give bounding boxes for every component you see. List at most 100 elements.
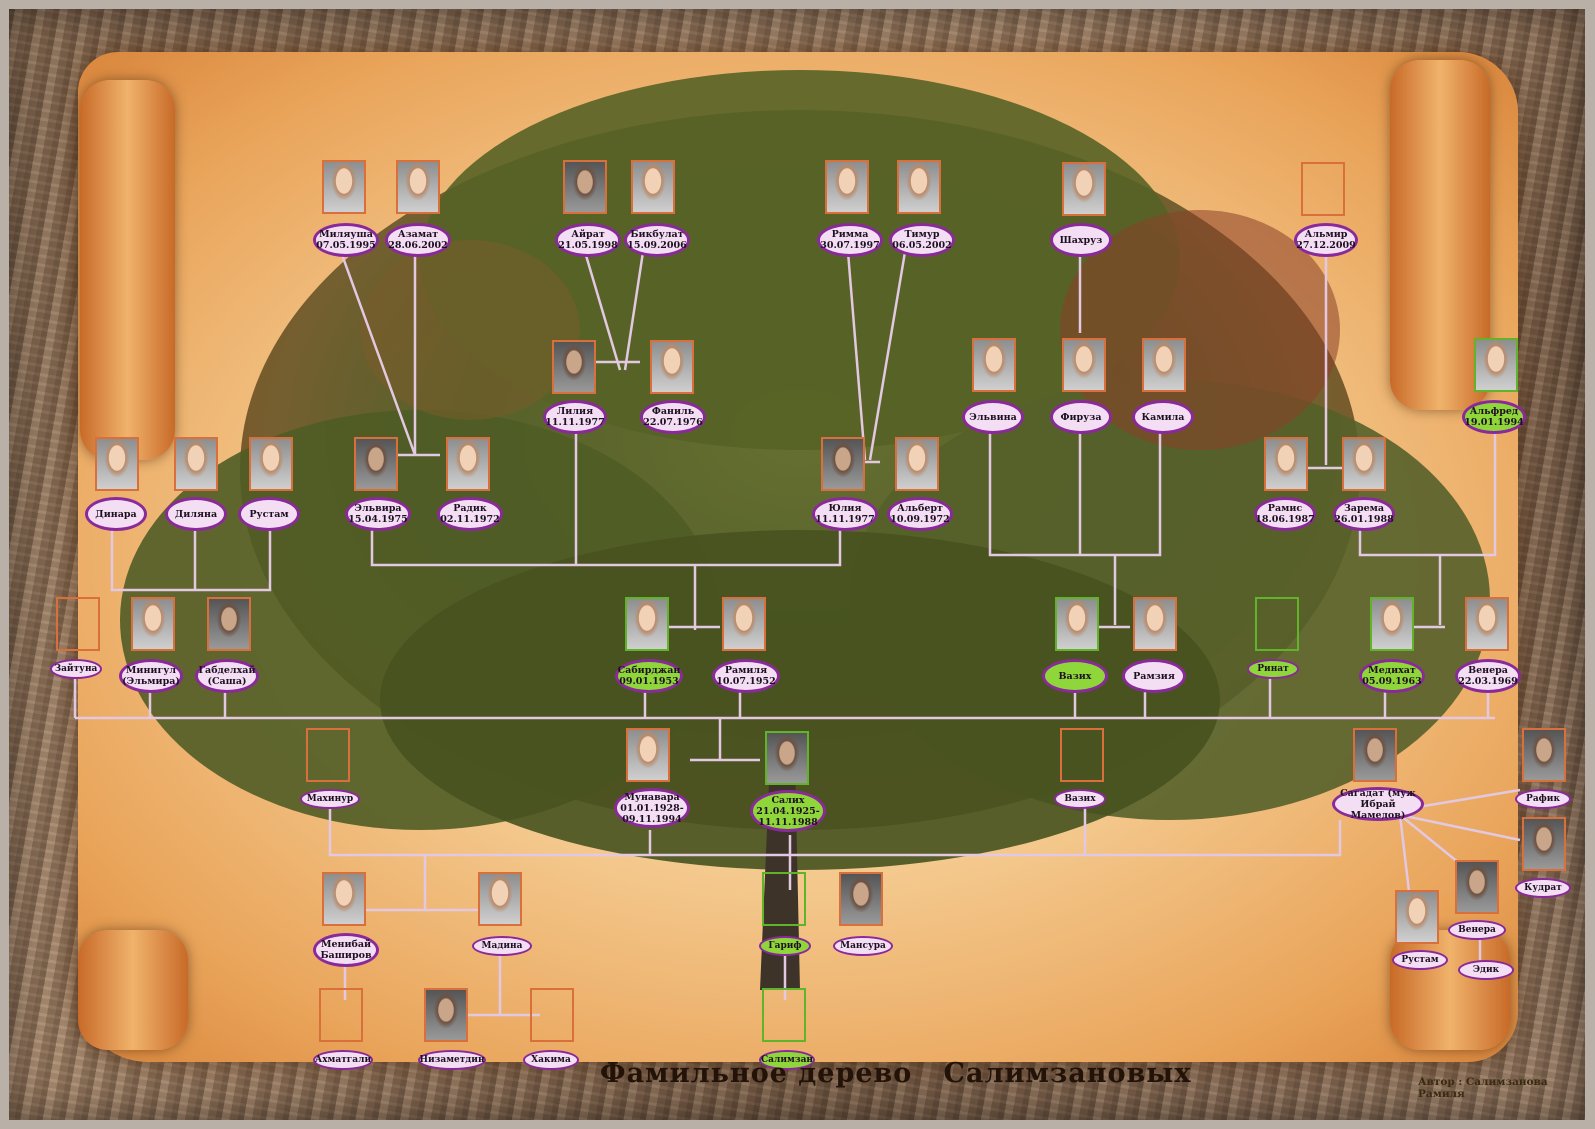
person-date: 06.05.2002 [892, 240, 952, 251]
vazih1-photo [1055, 597, 1099, 651]
ramis-photo [1264, 437, 1308, 491]
nizametdin-name-oval: Низаметдин [418, 1050, 486, 1070]
person-date: 10.07.1952 [716, 676, 776, 687]
person-name: Тимур [904, 229, 939, 240]
venera1-photo [1465, 597, 1509, 651]
person-date: Баширов [320, 950, 371, 961]
person-name: Ахматгали [315, 1055, 371, 1066]
person-name: Мансура [840, 941, 886, 952]
person-date: 05.09.1963 [1362, 676, 1422, 687]
ramziya-name-oval: Рамзия [1122, 659, 1186, 693]
minigul-name-oval: Минигул(Эльмира) [119, 659, 183, 693]
minigul-photo [131, 597, 175, 651]
kamila-name-oval: Камила [1132, 400, 1194, 434]
ramilya-photo [722, 597, 766, 651]
rustam1-photo [249, 437, 293, 491]
person-name: Римма [832, 229, 869, 240]
person-name: Вазих [1059, 671, 1092, 682]
menibai-photo [322, 872, 366, 926]
salih-name-oval: Салих21.04.1925-11.11.1988 [750, 790, 826, 832]
timur-name-oval: Тимур06.05.2002 [889, 223, 955, 257]
person-name: Альберт [897, 503, 943, 514]
bikbulat-photo [631, 160, 675, 214]
person-name: Альмир [1305, 229, 1348, 240]
garif-name-oval: Гариф [759, 936, 811, 956]
madina-photo [478, 872, 522, 926]
person-name: Эльвина [969, 412, 1016, 423]
rimma-name-oval: Римма30.07.1997 [817, 223, 883, 257]
sagadat-name-oval: Сагадат (мужИбрай Мамедов) [1332, 787, 1424, 821]
person-name: Фируза [1060, 412, 1101, 423]
rinat-photo [1255, 597, 1299, 651]
ahmatgali-name-oval: Ахматгали [313, 1050, 373, 1070]
mansura-photo [839, 872, 883, 926]
person-name: Венера [1468, 665, 1508, 676]
sabirdzhan-photo [625, 597, 669, 651]
person-name: Рамзия [1133, 671, 1175, 682]
person-date: (Саша) [207, 676, 246, 687]
person-name: Салих [771, 795, 804, 806]
person-name: Эльвира [354, 503, 401, 514]
yulia-name-oval: Юлия11.11.1977 [812, 497, 878, 531]
garif-photo [762, 872, 806, 926]
person-name: Медихат [1368, 665, 1416, 676]
kamila-photo [1142, 338, 1186, 392]
person-date: 15.09.2006 [627, 240, 687, 251]
ahmatgali-photo [319, 988, 363, 1042]
rustam2-photo [1395, 890, 1439, 944]
person-name: Бикбулат [630, 229, 683, 240]
liliya-photo [552, 340, 596, 394]
kudrat-photo [1522, 817, 1566, 871]
person-date-end: 09.11.1994 [622, 814, 682, 825]
person-name: Рустам [249, 509, 288, 520]
medihat-photo [1370, 597, 1414, 651]
dinara-photo [95, 437, 139, 491]
person-name: Ринат [1257, 664, 1288, 675]
person-date: 07.05.1995 [316, 240, 376, 251]
dilyana-name-oval: Диляна [165, 497, 227, 531]
person-name: Низаметдин [419, 1055, 484, 1066]
gabdelhai-photo [207, 597, 251, 651]
nizametdin-photo [424, 988, 468, 1042]
person-date: Ибрай Мамедов) [1335, 799, 1421, 821]
zaituna-name-oval: Зайтуна [50, 659, 102, 679]
person-date: 30.07.1997 [820, 240, 880, 251]
person-name: Менибай [321, 939, 371, 950]
author-credit: Автор : Салимзанова Рамиля [1418, 1076, 1595, 1100]
yulia-photo [821, 437, 865, 491]
mahinur-photo [306, 728, 350, 782]
person-name: Мадина [482, 941, 523, 952]
person-date: 28.06.2002 [388, 240, 448, 251]
radik-photo [446, 437, 490, 491]
firuza-name-oval: Фируза [1050, 400, 1112, 434]
rinat-name-oval: Ринат [1247, 659, 1299, 679]
fanil-photo [650, 340, 694, 394]
person-name: Зарема [1344, 503, 1384, 514]
person-date: 27.12.2009 [1296, 240, 1356, 251]
almir-photo [1301, 162, 1345, 216]
person-name: Юлия [829, 503, 862, 514]
dilyana-photo [174, 437, 218, 491]
person-date: 01.01.1928- [620, 803, 683, 814]
person-date: 11.11.1977 [545, 417, 605, 428]
person-date: 21.05.1998 [558, 240, 618, 251]
venera2-name-oval: Венера [1448, 920, 1506, 940]
elvina-photo [972, 338, 1016, 392]
person-date: 02.11.1972 [440, 514, 500, 525]
ramziya-photo [1133, 597, 1177, 651]
kudrat-name-oval: Кудрат [1515, 878, 1571, 898]
zarema-photo [1342, 437, 1386, 491]
zaituna-photo [56, 597, 100, 651]
person-name: Габделхай [199, 665, 256, 676]
gabdelhai-name-oval: Габделхай(Саша) [195, 659, 259, 693]
